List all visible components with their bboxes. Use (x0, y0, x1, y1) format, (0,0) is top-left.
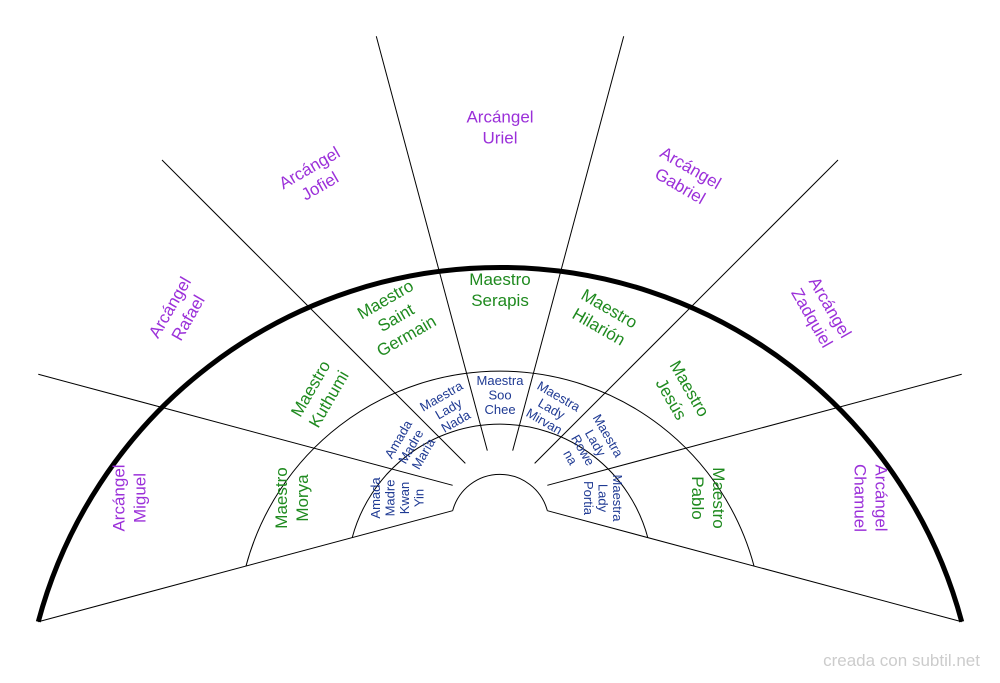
sector-divider (534, 159, 839, 464)
outer-label-line: Arcángel (110, 464, 129, 531)
sector-divider (547, 510, 962, 623)
inner-label-line: Chee (484, 402, 515, 417)
inner-label-line: Maestra (610, 475, 625, 523)
inner-ring-arc (351, 423, 649, 538)
credit-text: creada con subtil.net (823, 651, 980, 670)
inner-label-line: Soo (488, 388, 511, 403)
inner-label-line: Maestra (477, 373, 525, 388)
middle-label-line: Maestro (709, 467, 728, 528)
sector-divider (38, 510, 453, 623)
inner-label-line: Kwan (397, 482, 412, 515)
middle-ring-arc (245, 370, 755, 567)
outer-label-line: Arcángel (466, 108, 533, 127)
inner-label-line: Madre (382, 480, 397, 517)
sector-divider (375, 36, 488, 451)
middle-label-line: Morya (293, 474, 312, 522)
middle-label-line: Maestro (469, 270, 530, 289)
inner-label-line: Lady (596, 484, 611, 513)
middle-label-line: Pablo (688, 476, 707, 519)
center-hub-arc (452, 473, 548, 511)
sector-divider (512, 36, 625, 451)
outer-label-line: Arcángel (872, 464, 891, 531)
fan-structure (35, 36, 965, 623)
inner-label-line: Yin (411, 489, 426, 507)
outer-label-line: Chamuel (851, 464, 870, 532)
outer-label-line: Uriel (483, 129, 518, 148)
inner-label-line: Portia (581, 481, 596, 516)
outer-ring-arc (35, 265, 965, 623)
sector-divider (161, 159, 466, 464)
sector-divider (38, 373, 453, 486)
inner-label-line: Amada (368, 477, 383, 519)
sector-divider (547, 373, 962, 486)
middle-label-line: Serapis (471, 291, 529, 310)
middle-label-line: Maestro (272, 467, 291, 528)
outer-label-line: Miguel (131, 473, 150, 523)
